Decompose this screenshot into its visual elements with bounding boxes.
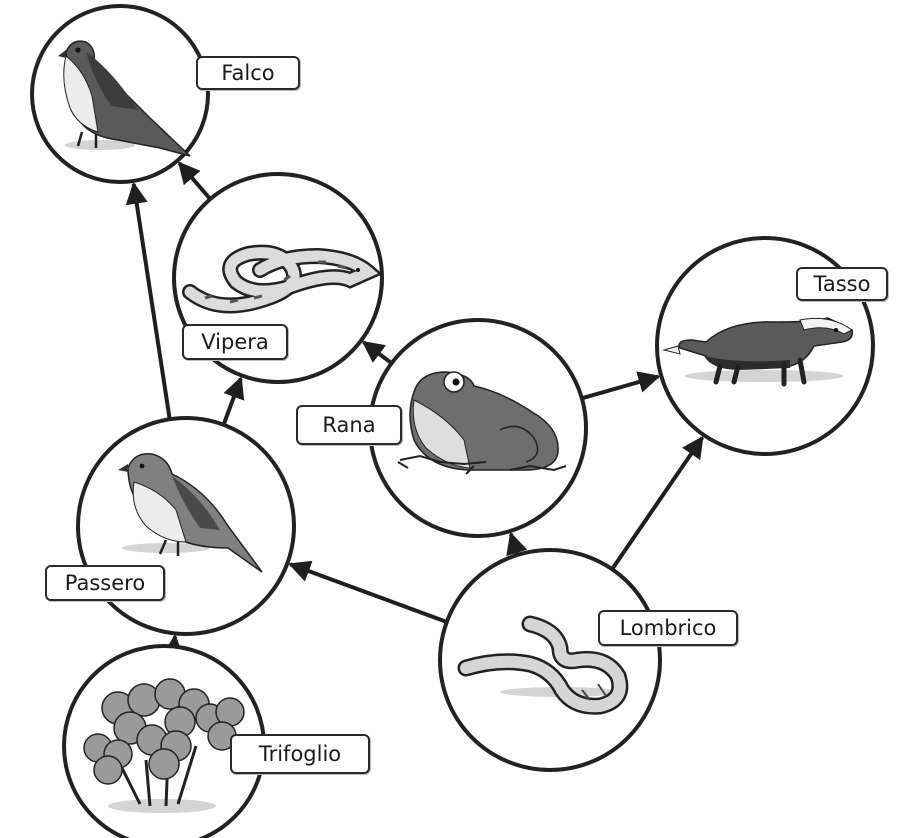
arrow-passero-to-vipera [221,376,245,426]
arrow-rana-to-tasso [581,371,661,401]
earthworm-icon [457,615,629,715]
label-falco: Falco [196,56,300,90]
node-rana [368,318,588,538]
arrows-layer [125,161,704,658]
badger-icon [662,317,854,387]
label-vipera: Vipera [182,324,288,360]
arrow-vipera-to-falco [177,161,212,201]
frog-icon [397,371,567,475]
arrow-passero-to-falco [125,181,172,420]
label-trifoglio: Trifoglio [230,734,370,774]
label-tasso: Tasso [796,267,888,301]
nodes-layer [30,4,875,838]
arrow-lombrico-to-passero [288,560,448,624]
arrow-lombrico-to-tasso [610,435,704,571]
label-rana: Rana [296,405,402,445]
falcon-icon [58,40,191,157]
arrow-rana-to-vipera [361,340,393,365]
label-passero: Passero [45,565,165,601]
node-falco [30,4,210,184]
arrow-lombrico-to-rana [506,531,528,557]
clover-icon [83,678,245,813]
viper-icon [182,244,383,314]
node-passero [76,416,296,636]
sparrow-icon [118,453,263,573]
node-lombrico [438,548,662,772]
label-lombrico: Lombrico [598,610,738,646]
